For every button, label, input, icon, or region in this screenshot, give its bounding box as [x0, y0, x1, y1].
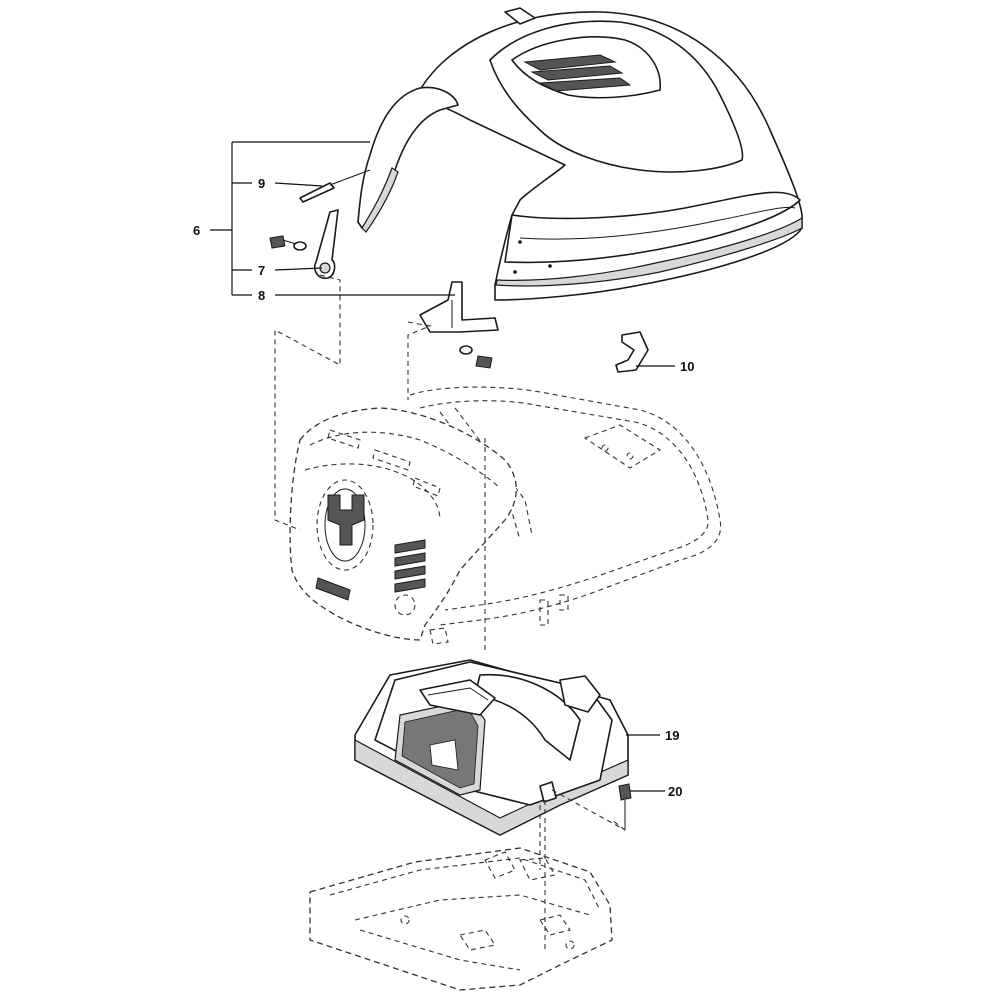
callout-8: 8 [258, 288, 265, 303]
screw-part-20 [611, 783, 632, 831]
leader-lines [210, 141, 675, 792]
callout-6: 6 [193, 223, 200, 238]
bracket-part-8 [419, 281, 499, 369]
front-body-reference [289, 407, 517, 645]
lower-cover-part-19 [354, 659, 629, 836]
lever-part-7 [269, 209, 339, 280]
assembly-guide-lines [274, 274, 626, 950]
clip-part-10 [615, 331, 649, 373]
body-cover [357, 7, 803, 301]
callout-labels: 6 7 8 9 10 19 20 [193, 176, 694, 799]
callout-7: 7 [258, 263, 265, 278]
pin-part-9 [299, 169, 371, 203]
callout-19: 19 [665, 728, 679, 743]
callout-9: 9 [258, 176, 265, 191]
chassis-base-reference [309, 847, 613, 991]
callout-10: 10 [680, 359, 694, 374]
callout-20: 20 [668, 784, 682, 799]
